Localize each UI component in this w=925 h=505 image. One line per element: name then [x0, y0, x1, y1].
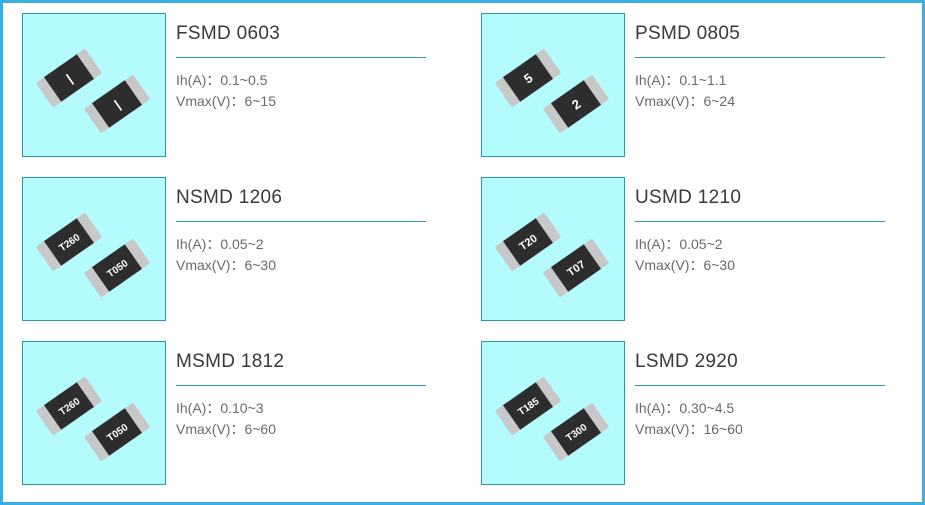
product-image[interactable]: T20 T07: [481, 177, 625, 321]
product-title[interactable]: NSMD 1206: [176, 187, 283, 208]
product-title[interactable]: FSMD 0603: [176, 23, 281, 44]
title-divider: [176, 221, 426, 222]
chip-illustration: T260 T050: [36, 213, 150, 297]
chip-illustration: 5 2: [495, 49, 609, 133]
chip-body: [503, 54, 553, 102]
chip-illustration: T20 T07: [495, 213, 609, 297]
product-image[interactable]: T185 T300: [481, 341, 625, 485]
chip-body: [92, 244, 142, 292]
chip-body: [551, 244, 601, 292]
product-title[interactable]: MSMD 1812: [176, 351, 285, 372]
chip-body: [503, 382, 553, 430]
spec-hold-current: Ih(A)：0.10~3: [176, 400, 264, 416]
spec-max-voltage: Vmax(V)：16~60: [635, 421, 743, 437]
chip-body: [503, 218, 553, 266]
title-divider: [176, 385, 426, 386]
product-image[interactable]: T260 T050: [22, 341, 166, 485]
spec-hold-current: Ih(A)：0.05~2: [635, 236, 723, 252]
chip-mark: |: [111, 97, 123, 111]
title-divider: [176, 57, 426, 58]
chip-body: [92, 80, 142, 128]
product-card-fsmd-0603[interactable]: | | FSMD 0603 Ih(A)：0.1~0.5 Vmax(V)：6~15: [22, 13, 442, 157]
product-title[interactable]: PSMD 0805: [635, 23, 741, 44]
chip-body: [551, 80, 601, 128]
product-card-nsmd-1206[interactable]: T260 T050 NSMD 1206 Ih(A)：0.05~2 Vmax(V)…: [22, 177, 442, 321]
chip-mark: |: [63, 71, 75, 85]
spec-hold-current: Ih(A)：0.1~0.5: [176, 72, 268, 88]
product-title[interactable]: LSMD 2920: [635, 351, 739, 372]
spec-hold-current: Ih(A)：0.30~4.5: [635, 400, 735, 416]
spec-max-voltage: Vmax(V)：6~30: [635, 257, 735, 273]
title-divider: [635, 221, 885, 222]
product-image[interactable]: 5 2: [481, 13, 625, 157]
product-title[interactable]: USMD 1210: [635, 187, 742, 208]
spec-hold-current: Ih(A)：0.1~1.1: [635, 72, 727, 88]
chip-illustration: T185 T300: [495, 377, 609, 461]
product-card-usmd-1210[interactable]: T20 T07 USMD 1210 Ih(A)：0.05~2 Vmax(V)：6…: [481, 177, 901, 321]
product-image[interactable]: | |: [22, 13, 166, 157]
spec-max-voltage: Vmax(V)：6~60: [176, 421, 276, 437]
product-image[interactable]: T260 T050: [22, 177, 166, 321]
chip-body: [44, 382, 94, 430]
chip-body: [92, 408, 142, 456]
spec-max-voltage: Vmax(V)：6~15: [176, 93, 276, 109]
product-card-msmd-1812[interactable]: T260 T050 MSMD 1812 Ih(A)：0.10~3 Vmax(V)…: [22, 341, 442, 485]
chip-body: [44, 54, 94, 102]
chip-illustration: | |: [36, 49, 150, 133]
chip-body: [44, 218, 94, 266]
spec-max-voltage: Vmax(V)：6~30: [176, 257, 276, 273]
spec-hold-current: Ih(A)：0.05~2: [176, 236, 264, 252]
product-card-psmd-0805[interactable]: 5 2 PSMD 0805 Ih(A)：0.1~1.1 Vmax(V)：6~24: [481, 13, 901, 157]
product-card-lsmd-2920[interactable]: T185 T300 LSMD 2920 Ih(A)：0.30~4.5 Vmax(…: [481, 341, 901, 485]
spec-max-voltage: Vmax(V)：6~24: [635, 93, 735, 109]
chip-illustration: T260 T050: [36, 377, 150, 461]
title-divider: [635, 385, 885, 386]
chip-body: [551, 408, 601, 456]
title-divider: [635, 57, 885, 58]
